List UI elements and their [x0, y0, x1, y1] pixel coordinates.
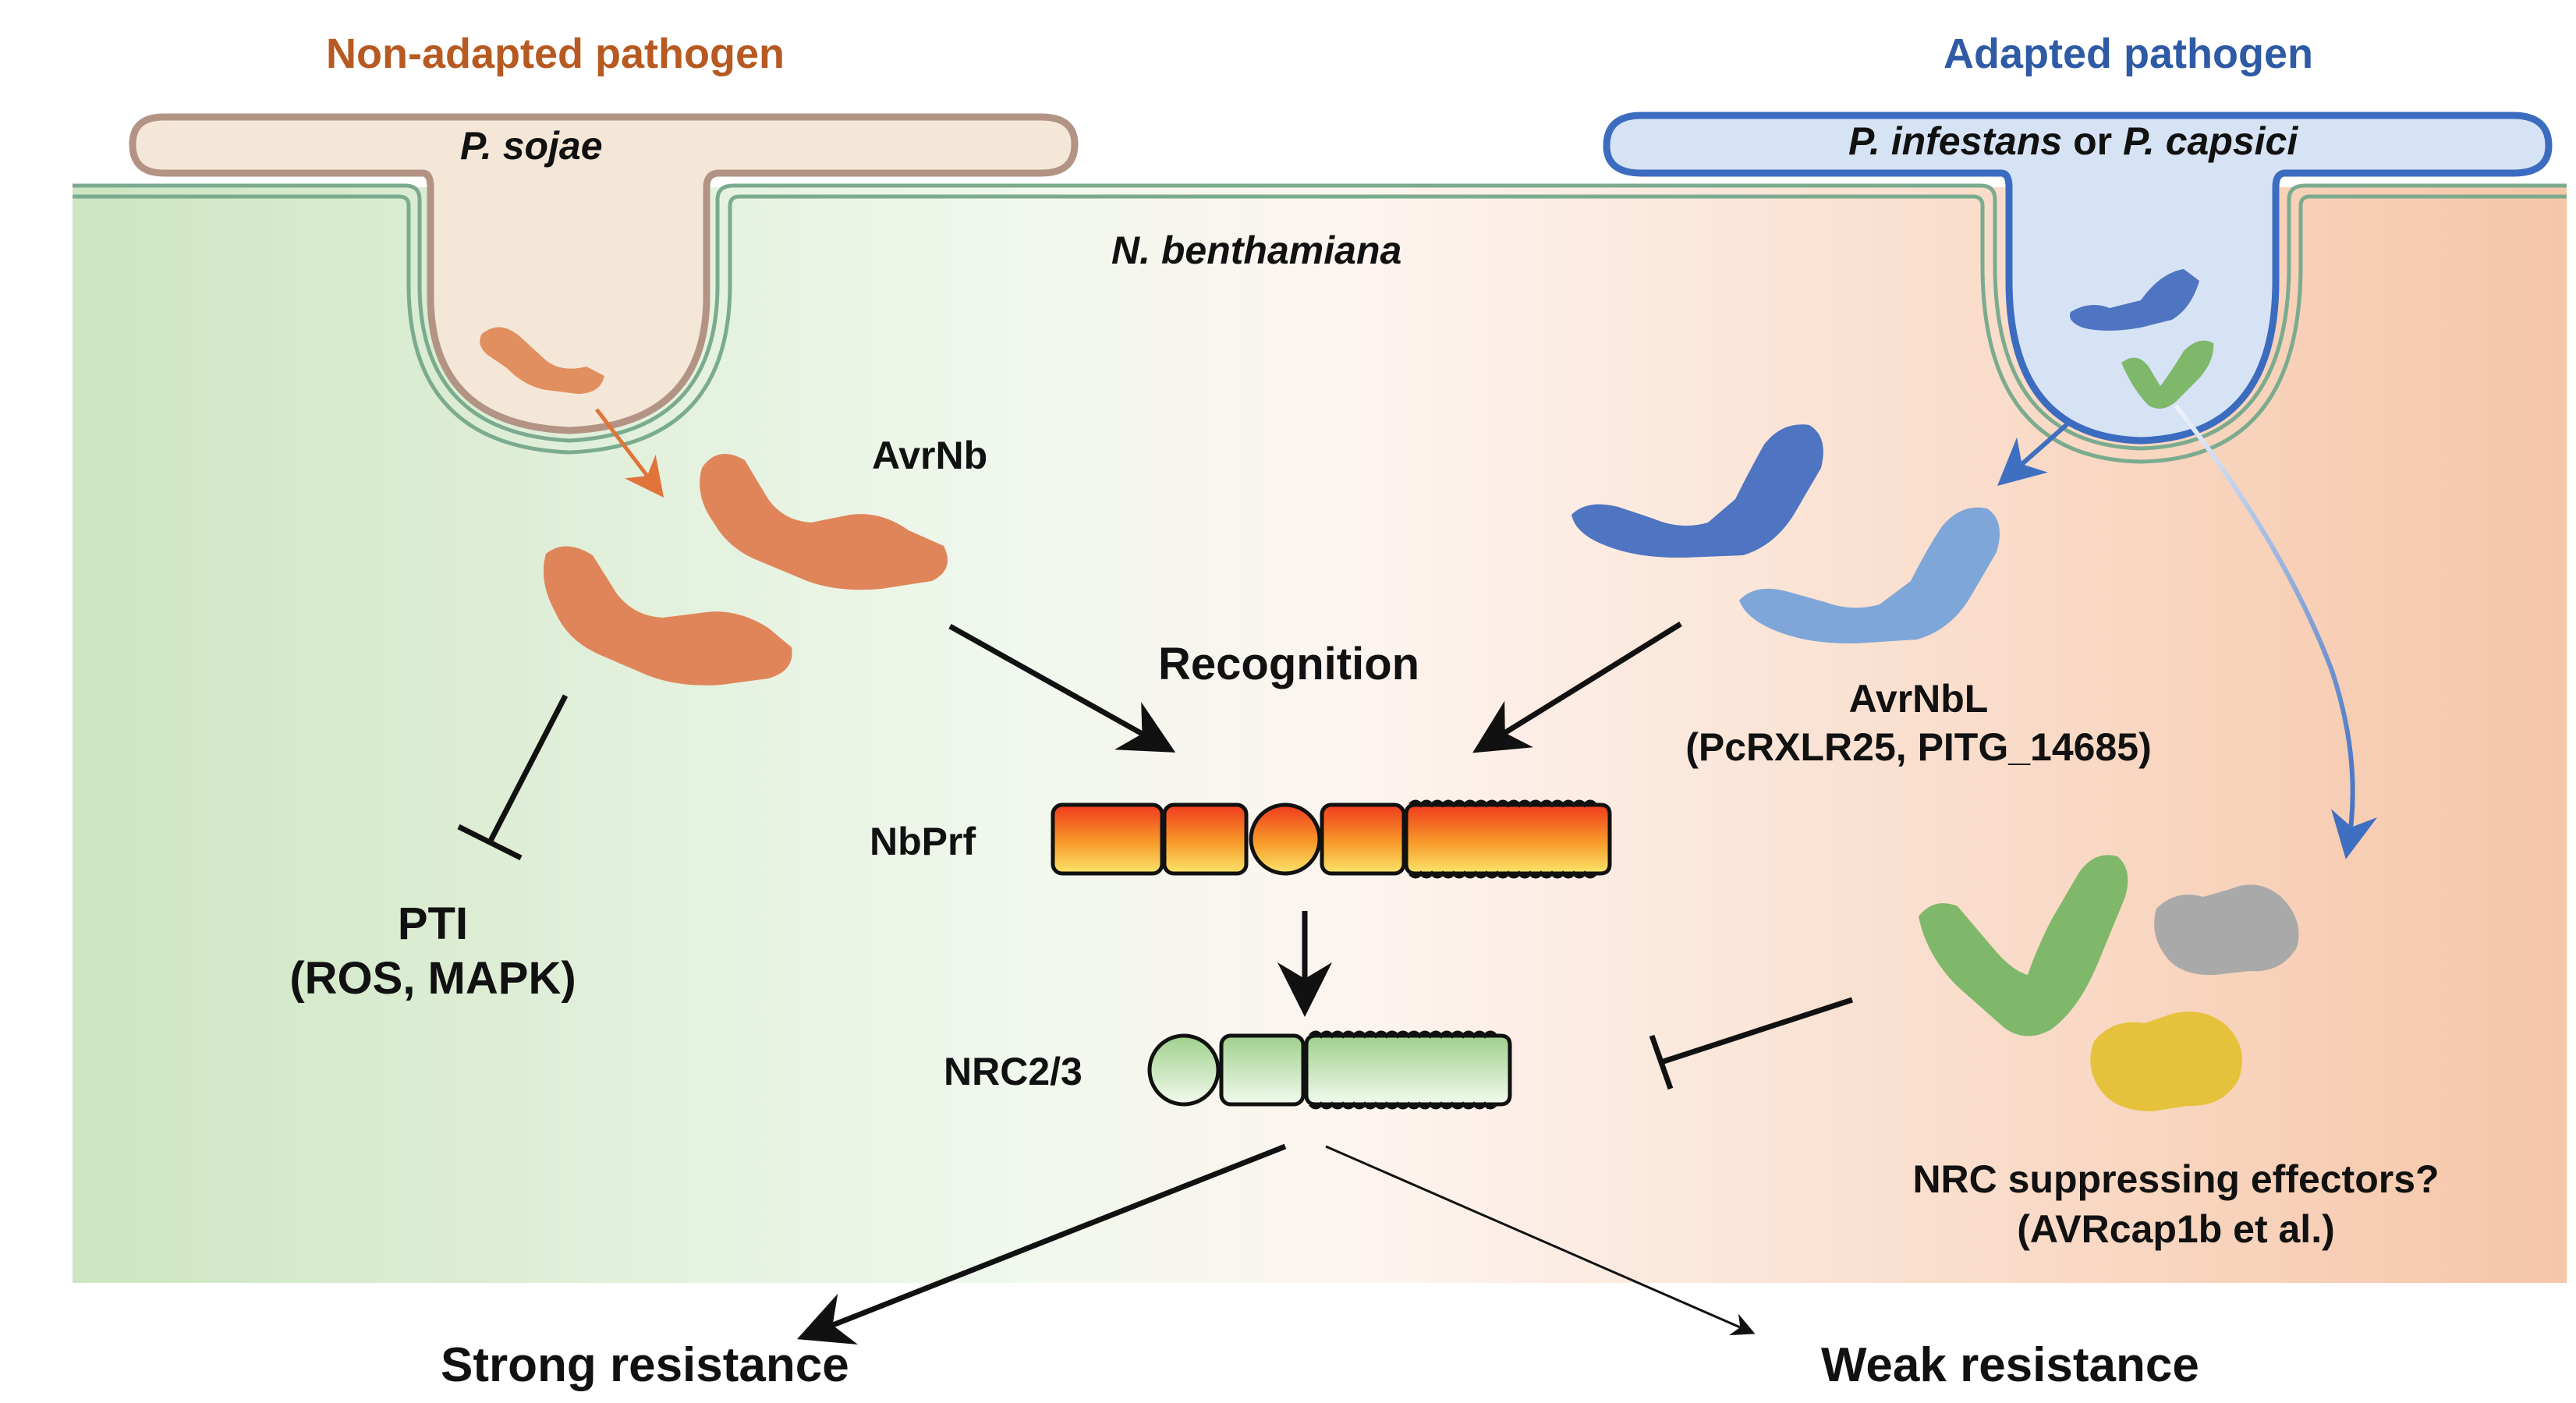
avrnb-effector-upper — [700, 454, 948, 590]
pti-label-block: PTI (ROS, MAPK) — [257, 897, 608, 1006]
avrnbl-effector-in-haustorium — [2070, 269, 2199, 331]
p-infestans-label: P. infestans — [1848, 119, 2063, 163]
pti-markers-label: (ROS, MAPK) — [289, 953, 576, 1004]
suppressors-examples-label: (AVRcap1b et al.) — [2017, 1207, 2335, 1251]
translocation-arrow-orange — [595, 408, 664, 498]
nrc-protein — [1147, 1030, 1512, 1110]
avrnb-effector-lower — [543, 546, 792, 686]
non-adapted-pathogen-title: Non-adapted pathogen — [326, 30, 785, 77]
avrnb-effector-in-haustorium — [480, 327, 604, 394]
nbprf-label: NbPrf — [870, 820, 976, 863]
avrnb-to-nbprf-arrow — [948, 623, 1176, 753]
recognition-label: Recognition — [1158, 639, 1420, 689]
translocation-arrow-blue — [1997, 419, 2072, 486]
avrnbl-to-nbprf-arrow — [1472, 622, 1682, 753]
grey-suppressor-effector — [2154, 884, 2299, 976]
suppressors-label-block: NRC suppressing effectors? (AVRcap1b et … — [1841, 1154, 2511, 1254]
nrc-suppression-bar — [1649, 997, 1854, 1090]
avrnbl-label-block: AvrNbL (PcRXLR25, PITG_14685) — [1677, 675, 2160, 771]
avrnbl-effector-light — [1739, 507, 2000, 644]
host-name-label: N. benthamiana — [1111, 229, 1402, 272]
green-suppressor-effector — [1919, 855, 2128, 1036]
p-sojae-label: P. sojae — [460, 124, 603, 168]
avrnbl-effector-dark — [1571, 424, 1823, 558]
strong-resistance-label: Strong resistance — [441, 1338, 849, 1392]
pti-suppression-bar — [457, 694, 569, 861]
adapted-pathogen-title: Adapted pathogen — [1944, 30, 2313, 77]
avrnbl-homologs-label: (PcRXLR25, PITG_14685) — [1685, 725, 2152, 769]
non-adapted-pathogen-hypha — [129, 113, 1079, 434]
weak-resistance-label: Weak resistance — [1821, 1338, 2199, 1392]
suppressors-label: NRC suppressing effectors? — [1912, 1157, 2440, 1201]
or-label: or — [2073, 119, 2113, 163]
yellow-suppressor-effector — [2090, 1012, 2242, 1111]
avrnb-label: AvrNb — [872, 434, 988, 477]
to-weak-resistance-arrow — [1325, 1145, 1756, 1336]
cell-membrane — [73, 183, 2567, 464]
p-capsici-label: P. capsici — [2123, 119, 2298, 163]
adapted-species-label: P. infestans or P. capsici — [1848, 119, 2298, 164]
suppressor-translocation-arrow — [2174, 404, 2378, 859]
nrc-label: NRC2/3 — [944, 1050, 1082, 1093]
nbprf-protein — [1051, 799, 1612, 879]
green-effector-in-haustorium — [2121, 340, 2214, 409]
to-strong-resistance-arrow — [796, 1143, 1287, 1345]
avrnbl-label: AvrNbL — [1848, 677, 1989, 721]
pti-label: PTI — [397, 898, 469, 949]
adapted-pathogen-hypha — [1603, 112, 2553, 445]
